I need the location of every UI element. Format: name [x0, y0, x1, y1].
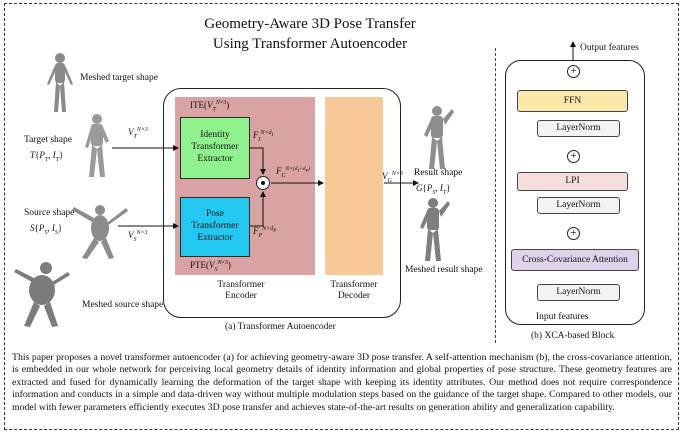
identity-transformer-extractor: Identity Transformer Extractor: [180, 117, 250, 179]
result-shape-figure: [424, 106, 454, 169]
pte-line-3: Extractor: [197, 233, 233, 243]
target-shape-math: T{PT, IT}: [30, 150, 64, 163]
residual-add-2: +: [567, 150, 580, 163]
meshed-source-label: Meshed source shape: [82, 300, 164, 310]
vg-label: VGN×3: [382, 171, 403, 184]
fi-label: FIN×dI: [253, 130, 274, 143]
encoder-name-line-1: Transformer: [217, 280, 265, 290]
residual-add-1: +: [567, 65, 580, 78]
source-shape-math: S{PS, IS}: [30, 223, 63, 236]
pte-line-1: Pose: [206, 209, 224, 219]
target-shape-figure: [85, 114, 109, 177]
transformer-decoder-block: [325, 97, 383, 275]
figure-caption: This paper proposes a novel transformer …: [12, 352, 672, 413]
caption-b: (b) XCA-based Block: [531, 331, 615, 341]
meshed-source-figure: [14, 262, 70, 327]
source-shape-label: Source shape: [24, 208, 75, 218]
ite-label: ITE(VTN×3): [190, 100, 230, 113]
title-line-2: Using Transformer Autoencoder: [212, 36, 408, 52]
decoder-name-line-2: Decoder: [337, 291, 371, 301]
ite-line-3: Extractor: [197, 154, 233, 164]
ite-line-1: Identity: [200, 130, 230, 140]
meshed-result-label: Meshed result shape: [405, 265, 483, 275]
title-line-1: Geometry-Aware 3D Pose Transfer: [204, 16, 416, 32]
ite-line-2: Transformer: [191, 142, 239, 152]
meshed-result-figure: [420, 198, 450, 261]
residual-add-3: +: [567, 227, 580, 240]
vt-label: VTN×3: [128, 127, 148, 140]
layernorm-block-3: LayerNorm: [537, 284, 620, 301]
caption-a: (a) Transformer Autoencoder: [225, 322, 336, 332]
vs-label: VSN×3: [128, 230, 148, 243]
figure-title: Geometry-Aware 3D Pose Transfer Using Tr…: [160, 14, 460, 54]
pte-line-2: Transformer: [191, 221, 239, 231]
encoder-name: Transformer Encoder: [208, 280, 274, 302]
meshed-target-figure: [47, 53, 73, 112]
result-shape-math: G{PS, IT}: [416, 183, 451, 196]
pose-transformer-extractor: Pose Transformer Extractor: [180, 197, 250, 257]
meshed-target-label: Meshed target shape: [80, 73, 158, 83]
target-shape-label: Target shape: [24, 135, 72, 145]
cross-covariance-attention-block: Cross-Covariance Attention: [511, 249, 639, 271]
layernorm-block-2: LayerNorm: [537, 197, 620, 214]
outer-dashed-frame: [4, 3, 679, 430]
fc-label: FCN×(dI+dP): [276, 166, 311, 179]
result-shape-label: Result shape: [414, 168, 463, 178]
source-shape-figure: [72, 205, 128, 259]
output-features-label: Output features: [580, 43, 639, 53]
layernorm-block-1: LayerNorm: [537, 120, 620, 137]
lpi-block: LPI: [517, 172, 628, 191]
feature-fusion-node: [256, 176, 270, 190]
panel-divider: [495, 48, 496, 343]
encoder-name-line-2: Encoder: [225, 291, 257, 301]
decoder-name: Transformer Decoder: [321, 280, 387, 302]
pte-label: PTE(VSN×3): [190, 260, 231, 273]
ffn-block: FFN: [517, 90, 628, 112]
fp-label: FPN×dP: [253, 226, 277, 239]
input-features-label: Input features: [536, 312, 589, 322]
decoder-name-line-1: Transformer: [330, 280, 378, 290]
